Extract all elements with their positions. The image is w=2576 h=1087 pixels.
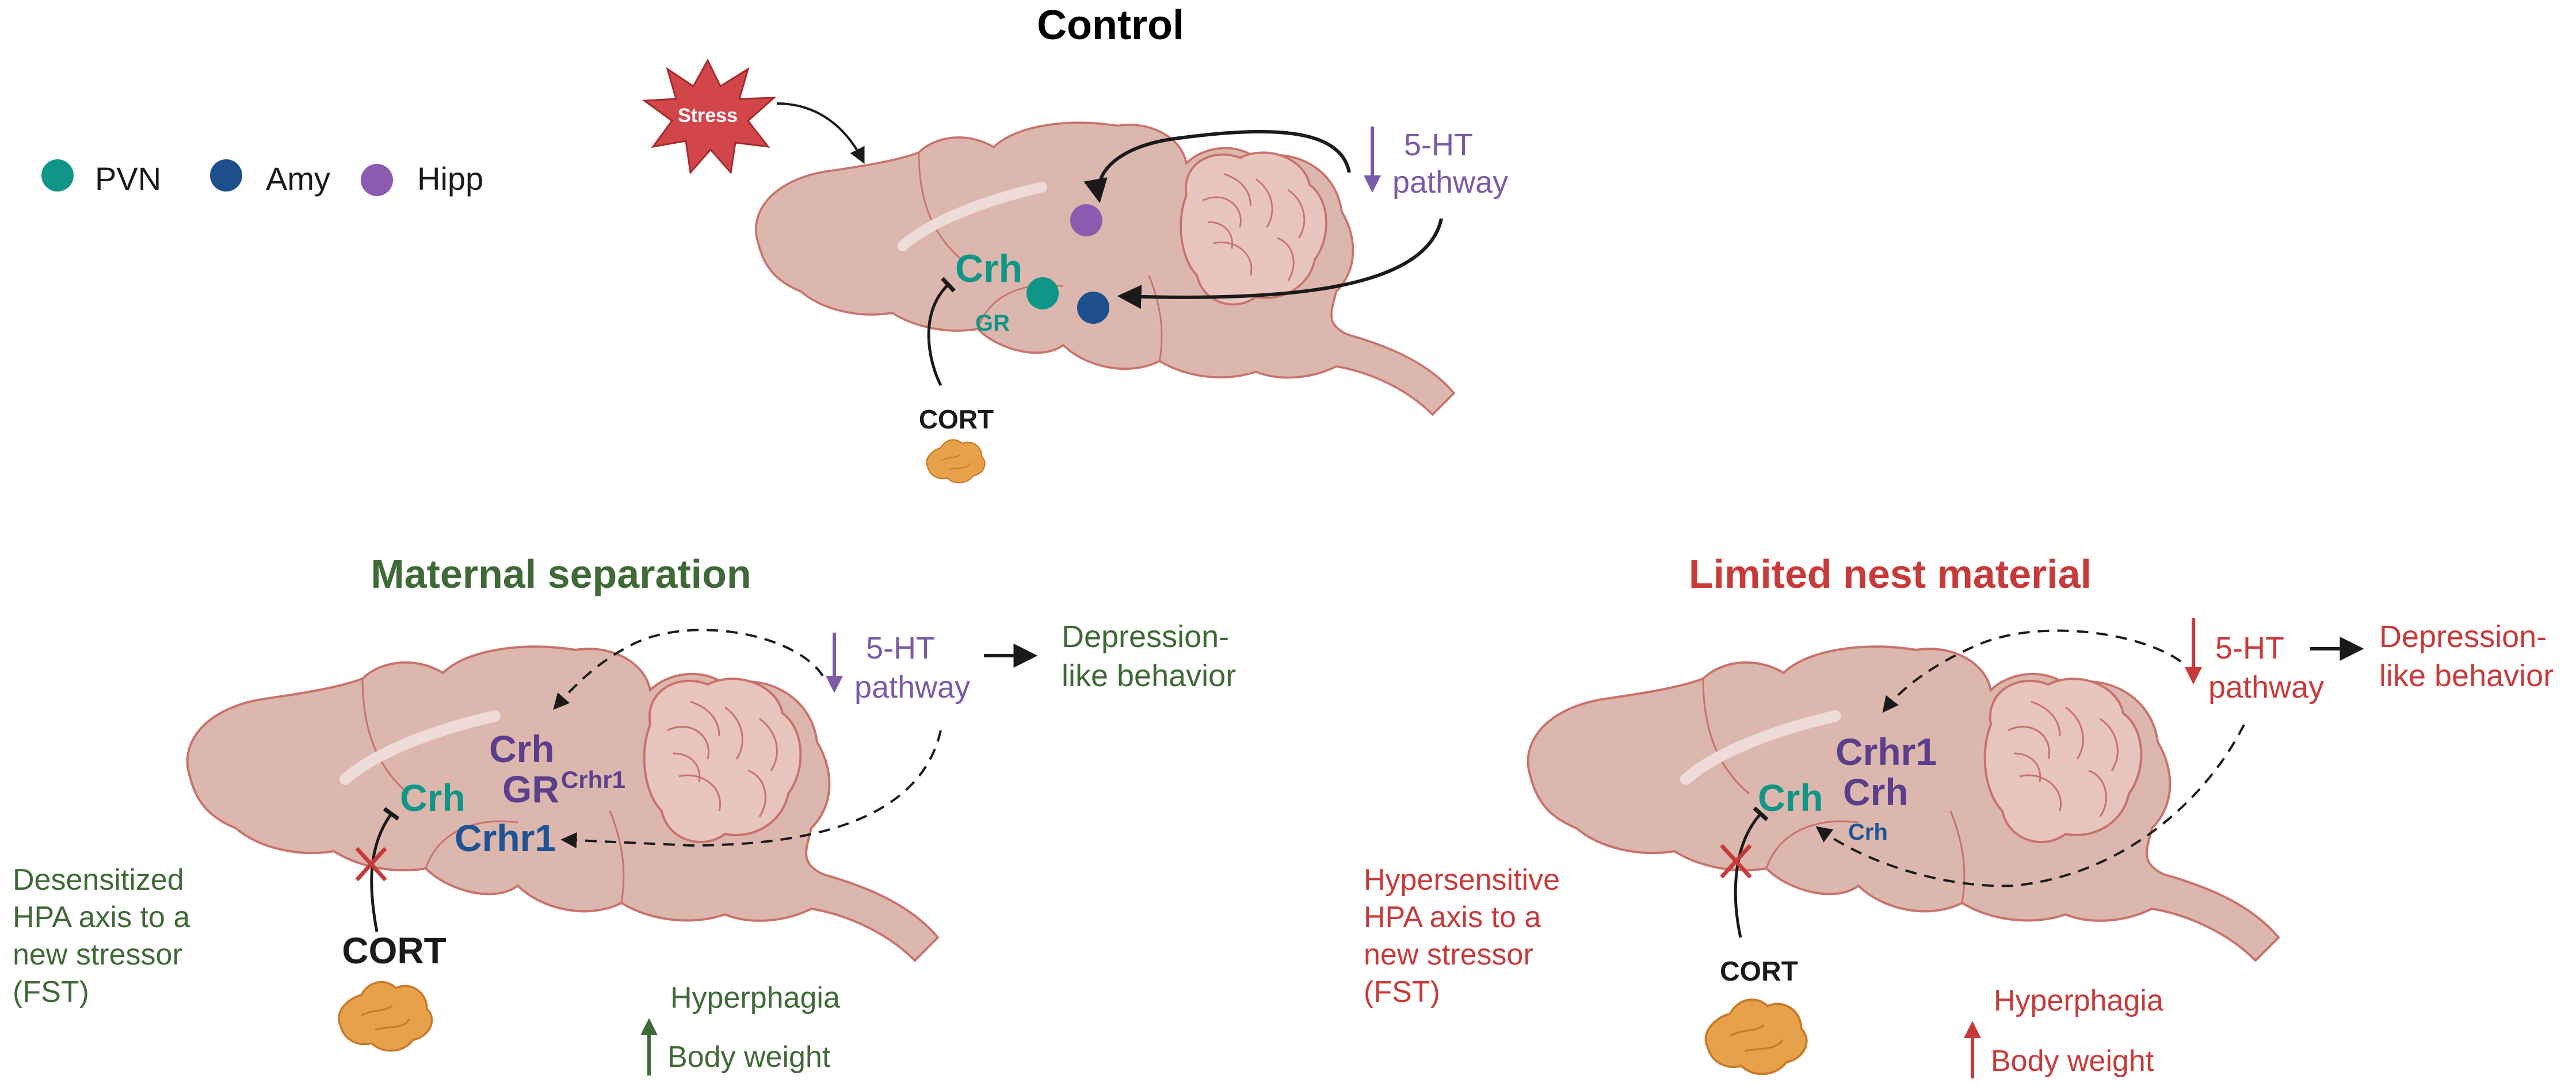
pathway-label: pathway — [1392, 165, 1508, 200]
adrenal-gland-icon — [1704, 998, 1808, 1075]
stress-label: Stress — [678, 105, 738, 127]
hpa-line-2: HPA axis to a — [13, 901, 190, 934]
ht-to-amy-arrow — [1117, 218, 1443, 309]
pathway-label: pathway — [854, 670, 970, 705]
hpa-line-1: Desensitized — [13, 863, 184, 897]
hpa-line-4: (FST) — [13, 975, 89, 1009]
depression-label-line1: Depression- — [2379, 619, 2547, 654]
crh-label: Crh — [955, 247, 1022, 290]
control-title: Control — [1037, 2, 1184, 48]
hpa-line-3: new stressor — [13, 938, 182, 971]
up-arrow-head-icon — [1964, 1021, 1981, 1038]
hipp-legend-dot — [361, 164, 393, 196]
blocked-x-icon — [355, 847, 387, 882]
hyperphagia-label: Hyperphagia — [670, 981, 840, 1015]
crh-pvn-label: Crh — [1758, 776, 1823, 819]
crhr1-hipp-label: Crhr1 — [1835, 730, 1937, 773]
ht-to-hipp-arrow — [1083, 129, 1351, 204]
lnm-title: Limited nest material — [1689, 552, 2092, 596]
stress-arrow — [776, 102, 865, 164]
legend-label: Hipp — [417, 160, 483, 197]
ht-to-amy-dashed-arrow — [560, 730, 942, 849]
hpa-line-3: new stressor — [1364, 938, 1533, 971]
amy-legend-dot — [210, 159, 242, 192]
limited-nest-panel: Limited nest material Crhr1 Crh Crh Crh … — [1364, 552, 2554, 1078]
legend-item-pvn: PVN — [41, 159, 161, 197]
legend-label: Amy — [266, 160, 330, 197]
ht-label: 5-HT — [1404, 128, 1473, 162]
crh-hipp-label: Crh — [1843, 771, 1909, 813]
stress-burst: Stress — [642, 58, 777, 175]
control-panel: Control Stress Crh GR 5-HT pathway CORT — [642, 2, 1508, 484]
legend-item-amy: Amy — [210, 159, 330, 197]
crh-pvn-label: Crh — [400, 776, 465, 819]
down-arrow-head-icon — [826, 676, 843, 693]
legend: PVN Amy Hipp — [41, 159, 483, 197]
depression-label-line2: like behavior — [1062, 659, 1236, 693]
depression-label-line2: like behavior — [2379, 659, 2554, 693]
pvn-legend-dot — [41, 159, 74, 192]
hpa-line-4: (FST) — [1364, 975, 1440, 1009]
body-weight-label: Body weight — [1991, 1044, 2154, 1078]
legend-item-hipp: Hipp — [361, 160, 483, 197]
maternal-title: Maternal separation — [371, 552, 751, 596]
crh-amy-label: Crh — [1848, 820, 1888, 845]
cort-label: CORT — [1720, 956, 1798, 987]
maternal-separation-panel: Maternal separation Crh GR Crhr1 Crh Crh… — [13, 552, 1236, 1075]
down-arrow-head-icon — [1364, 175, 1381, 193]
maternal-brain — [188, 646, 938, 960]
adrenal-gland-icon — [926, 439, 986, 484]
blocked-x-icon — [1720, 844, 1752, 879]
hyperphagia-label: Hyperphagia — [1994, 984, 2163, 1017]
body-weight-label: Body weight — [667, 1040, 831, 1074]
hpa-line-2: HPA axis to a — [1364, 901, 1541, 934]
cort-inhibition-line — [927, 277, 956, 386]
gr-crhr1-superscript: Crhr1 — [561, 766, 625, 793]
down-arrow-head-icon — [2185, 667, 2202, 684]
ht-to-amy-dashed-arrow — [1815, 724, 2245, 887]
ht-label: 5-HT — [866, 631, 935, 665]
crhr1-amy-label: Crhr1 — [455, 817, 556, 859]
cort-inhibition-line — [1734, 806, 1769, 938]
depression-label-line1: Depression- — [1062, 619, 1229, 654]
pathway-label: pathway — [2208, 670, 2324, 705]
stress-star-icon — [642, 58, 777, 175]
cort-label: CORT — [342, 930, 446, 971]
amy-marker — [1077, 292, 1109, 324]
gr-label: GR — [975, 311, 1010, 336]
cort-label: CORT — [919, 404, 994, 434]
up-arrow-head-icon — [640, 1018, 658, 1035]
gr-label: GR — [502, 768, 559, 810]
ht-to-hipp-dashed-arrow — [1882, 629, 2182, 713]
adrenal-gland-icon — [338, 981, 433, 1052]
hipp-marker — [1070, 204, 1102, 236]
legend-label: PVN — [95, 160, 161, 197]
pvn-marker — [1026, 277, 1059, 309]
crh-hipp-label: Crh — [489, 728, 555, 770]
hpa-line-1: Hypersensitive — [1364, 863, 1560, 897]
ht-label: 5-HT — [2215, 631, 2284, 665]
ht-to-hipp-dashed-arrow — [553, 629, 824, 710]
